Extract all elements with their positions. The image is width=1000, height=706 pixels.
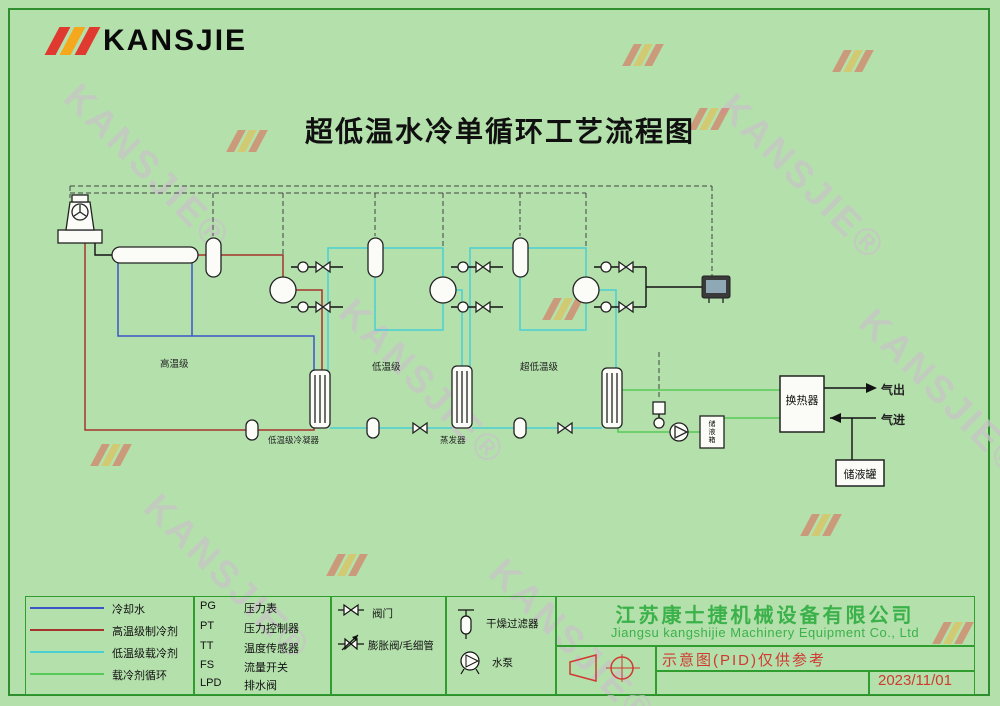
- abbr-meaning: 流量开关: [244, 662, 288, 674]
- receiver-tank-icon: [367, 237, 384, 278]
- line-swatch: [30, 651, 104, 653]
- legend-line-label: 高温级制冷剂: [112, 626, 178, 638]
- abbr-meaning: 排水阀: [244, 680, 277, 692]
- water-pump-icon: [669, 422, 689, 442]
- stage-label-high: 高温级: [160, 359, 189, 370]
- stage-label-ultra: 超低温级: [520, 362, 559, 373]
- heat-exchanger-box: [779, 375, 825, 433]
- equipment-symbols: [57, 194, 885, 487]
- abbr: FS: [200, 659, 215, 671]
- flow-arrows: [830, 383, 877, 423]
- flow-switch-icon: [652, 401, 666, 415]
- low-temp-coolant-lines: [327, 247, 617, 429]
- compressor-unit-icon: [57, 194, 103, 244]
- label-gas-in: 气进: [881, 413, 906, 427]
- high-temp-refrigerant-lines: [84, 243, 323, 431]
- company-name-cn: 江苏康士捷机械设备有限公司: [615, 605, 915, 627]
- label-low-stage-condenser: 低温级冷凝器: [268, 435, 320, 445]
- control-panel-icon: [701, 275, 731, 303]
- label-liquid-box: 储液箱: [708, 420, 715, 444]
- table-divider: [868, 670, 870, 695]
- company-name-en: Jiangsu kangshijie Machinery Equipment C…: [610, 625, 920, 640]
- receiver-tank-icon: [512, 237, 529, 278]
- label-gas-out: 气出: [881, 383, 906, 397]
- abbr-meaning: 压力控制器: [244, 623, 299, 635]
- legend-symbol-valve: 阀门: [338, 602, 393, 626]
- gauge-icon: [653, 417, 665, 429]
- abbr: PG: [200, 600, 216, 612]
- cooling-water-lines: [117, 263, 315, 370]
- plate-heat-exchanger-icons: [309, 365, 623, 429]
- symbol-label: 干燥过滤器: [486, 618, 539, 630]
- label-heat-exchanger: 换热器: [785, 395, 819, 407]
- receiver-tank-icon: [205, 237, 222, 278]
- liquid-box: [699, 415, 725, 449]
- table-divider: [655, 670, 975, 672]
- inline-drier-icons: [245, 417, 573, 441]
- brand-logo: KANSJIE: [44, 24, 248, 58]
- stage-label-low: 低温级: [372, 362, 401, 373]
- pid-reference-note: 示意图(PID)仅供参考: [662, 652, 826, 669]
- table-divider: [330, 596, 332, 695]
- table-divider: [193, 596, 195, 695]
- expansion-valve-icon: [338, 634, 364, 651]
- coolant-loop-lines: [617, 389, 780, 433]
- label-evaporator: 蒸发器: [440, 435, 466, 445]
- abbr-meaning: 压力表: [244, 603, 277, 615]
- compressor-circle-icon: [429, 276, 457, 304]
- brand-name: KANSJIE: [103, 24, 248, 57]
- compressor-circle-icon: [572, 276, 600, 304]
- symbol-label: 膨胀阀/毛细管: [368, 640, 434, 652]
- projection-symbol-icon: [569, 654, 640, 682]
- legend-line-label: 冷却水: [112, 604, 145, 616]
- legend-line-label: 载冷剂循环: [112, 670, 167, 682]
- abbr: PT: [200, 620, 215, 632]
- label-liquid-tank: 储液罐: [843, 469, 877, 481]
- legend-symbol-expansion-valve: 膨胀阀/毛细管: [338, 632, 434, 656]
- liquid-tank-box: [835, 459, 885, 487]
- compressor-circle-icon: [269, 276, 297, 304]
- page-title: 超低温水冷单循环工艺流程图: [304, 116, 695, 147]
- valve-assembly-icons: [297, 260, 634, 314]
- legend-symbol-water-pump: 水泵: [458, 650, 513, 675]
- table-divider: [555, 645, 975, 647]
- drier-filter-icon: [458, 609, 474, 639]
- legend-line-label: 低温级载冷剂: [112, 648, 178, 660]
- line-swatch: [30, 673, 104, 675]
- line-swatch: [30, 629, 104, 631]
- abbr: LPD: [200, 677, 222, 689]
- symbol-label: 阀门: [372, 608, 393, 620]
- legend-symbol-drier-filter: 干燥过滤器: [456, 608, 539, 639]
- line-swatch: [30, 607, 104, 609]
- condenser-cylinder-icon: [111, 246, 199, 264]
- drawing-date: 2023/11/01: [878, 672, 952, 689]
- abbr: TT: [200, 640, 214, 652]
- water-pump-icon: [460, 651, 480, 675]
- abbr-meaning: 温度传感器: [244, 643, 299, 655]
- valve-icon: [338, 603, 364, 617]
- table-divider: [445, 596, 447, 695]
- symbol-label: 水泵: [492, 657, 513, 669]
